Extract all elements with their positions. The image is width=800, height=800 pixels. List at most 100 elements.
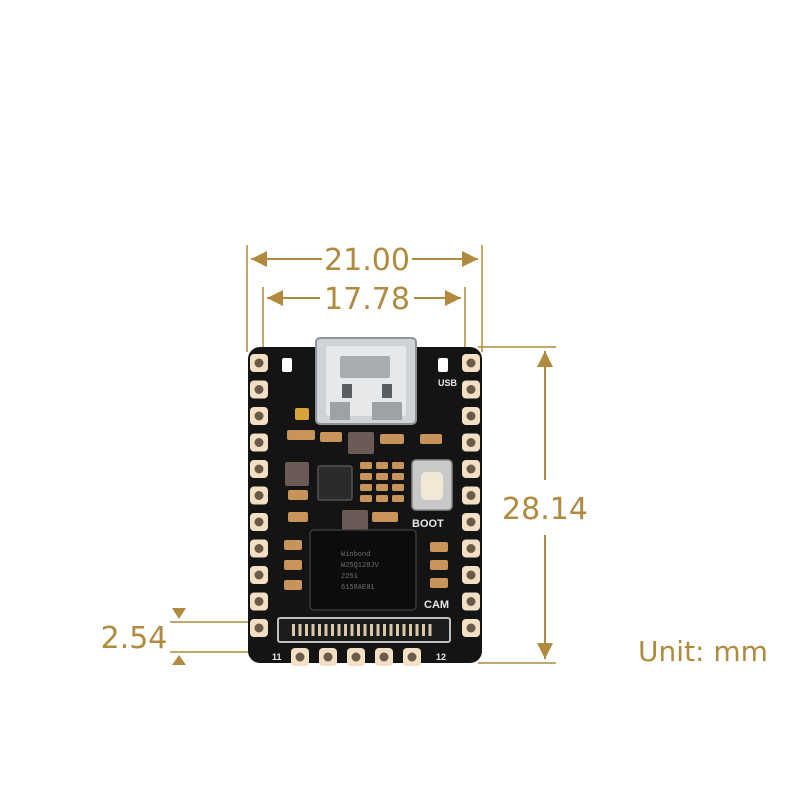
smd-component (342, 510, 368, 530)
board-outline (248, 347, 482, 663)
pitch-label: 2.54 (101, 621, 168, 656)
fpc-pin (311, 624, 315, 636)
smd-component (284, 560, 302, 570)
castellated-pad (250, 460, 268, 478)
castellated-pad (462, 354, 480, 372)
fpc-pin (370, 624, 373, 636)
capacitor (376, 462, 388, 469)
pad-hole (254, 623, 264, 633)
pitch-arrow-down (172, 608, 186, 619)
pad-hole (466, 411, 476, 421)
smd-component (430, 578, 448, 588)
castellated-pad (250, 354, 268, 372)
pad-hole (254, 491, 264, 500)
capacitor (376, 473, 388, 480)
smd-component (348, 432, 374, 454)
pad-hole (254, 544, 264, 553)
castellated-pad (462, 486, 480, 505)
fpc-pin (350, 624, 354, 636)
bottom-pin-row (291, 648, 421, 666)
castellated-pad (462, 619, 480, 637)
pitch-dimension: 2.54 (101, 608, 248, 665)
castellated-pad (250, 380, 268, 399)
smd-component (430, 560, 448, 570)
pad-hole (466, 358, 476, 368)
pad-hole (254, 385, 264, 394)
left-pin-column (250, 354, 268, 637)
pad-hole (254, 597, 264, 606)
chip-text-line3: 2251 (341, 573, 358, 581)
castellated-pad (462, 592, 480, 611)
led-right (438, 358, 448, 372)
pcb-board: USB BOOT Winbond W25Q128JV 2251 6158AE01 (248, 337, 482, 666)
castellated-pad (319, 648, 337, 666)
pad-hole (254, 464, 264, 474)
fpc-pin (389, 624, 393, 636)
pad-hole (351, 652, 361, 662)
fpc-pin (318, 624, 321, 636)
smd-component (287, 430, 315, 440)
pad-hole (466, 570, 476, 580)
fpc-pin (376, 624, 380, 636)
fpc-pin (402, 624, 406, 636)
pad-hole (466, 385, 476, 394)
fpc-pin (363, 624, 367, 636)
pad-hole (379, 652, 389, 662)
usb-slot (382, 384, 392, 398)
pad-hole (407, 652, 417, 662)
fpc-pin (305, 624, 308, 636)
castellated-pad (375, 648, 393, 666)
fpc-pin (428, 624, 432, 636)
width-17-dimension: 17.78 (262, 282, 466, 352)
castellated-pad (462, 433, 480, 452)
fpc-pin (324, 624, 328, 636)
usb-opening (340, 356, 390, 378)
chip-text-line1: Winbond (341, 551, 370, 559)
cam-label: CAM (424, 599, 449, 611)
capacitor (360, 473, 372, 480)
pad-hole (466, 491, 476, 500)
smd-component (288, 490, 308, 500)
smd-component (320, 432, 342, 442)
mcu-chip (317, 465, 353, 501)
castellated-pad (250, 407, 268, 425)
pad-hole (466, 438, 476, 447)
capacitor (360, 484, 372, 491)
fpc-pin (409, 624, 412, 636)
smd-component (284, 540, 302, 550)
height-label: 28.14 (502, 492, 588, 527)
smd-component (288, 512, 308, 522)
capacitor (392, 473, 404, 480)
usb-tab-right (372, 402, 402, 420)
capacitor (360, 495, 372, 502)
usb-tab-left (330, 402, 350, 420)
castellated-pad (403, 648, 421, 666)
pad-hole (466, 623, 476, 633)
smd-component (430, 542, 448, 552)
pad-hole (466, 597, 476, 606)
pad-hole (254, 517, 264, 527)
castellated-pad (250, 433, 268, 452)
boot-button-cap (421, 472, 443, 500)
pad-hole (466, 464, 476, 474)
castellated-pad (250, 566, 268, 584)
usb-slot (342, 384, 352, 398)
castellated-pad (347, 648, 365, 666)
fpc-pin (292, 624, 295, 636)
smd-component (380, 434, 404, 444)
boot-label: BOOT (412, 518, 444, 530)
usb-c-connector (315, 337, 417, 425)
castellated-pad (462, 407, 480, 425)
pad-hole (295, 652, 305, 662)
pad-hole (254, 358, 264, 368)
castellated-pad (462, 460, 480, 478)
fpc-pin (415, 624, 419, 636)
capacitor (392, 484, 404, 491)
fpc-pin (357, 624, 360, 636)
pad-hole (254, 411, 264, 421)
pad-hole (323, 652, 333, 662)
smd-component (420, 434, 442, 444)
height-dimension: 28.14 (478, 346, 588, 664)
fpc-pin (337, 624, 341, 636)
fpc-pin (344, 624, 347, 636)
